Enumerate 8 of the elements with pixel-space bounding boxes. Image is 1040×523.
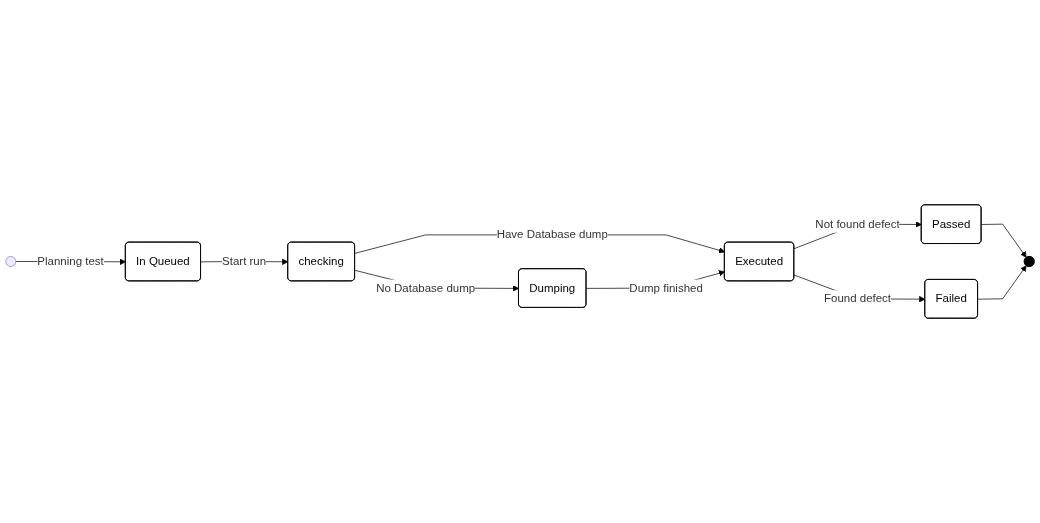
edge-label: Have Database dump	[496, 228, 608, 241]
edge-label: Found defect	[823, 292, 892, 305]
edge-label: No Database dump	[376, 281, 476, 294]
edge-label: Dump finished	[629, 281, 703, 294]
edge-label: Planning test	[37, 255, 104, 268]
edge-label: Start run	[222, 255, 267, 268]
edge-label: Not found defect	[815, 217, 900, 230]
node-circle	[5, 256, 17, 267]
